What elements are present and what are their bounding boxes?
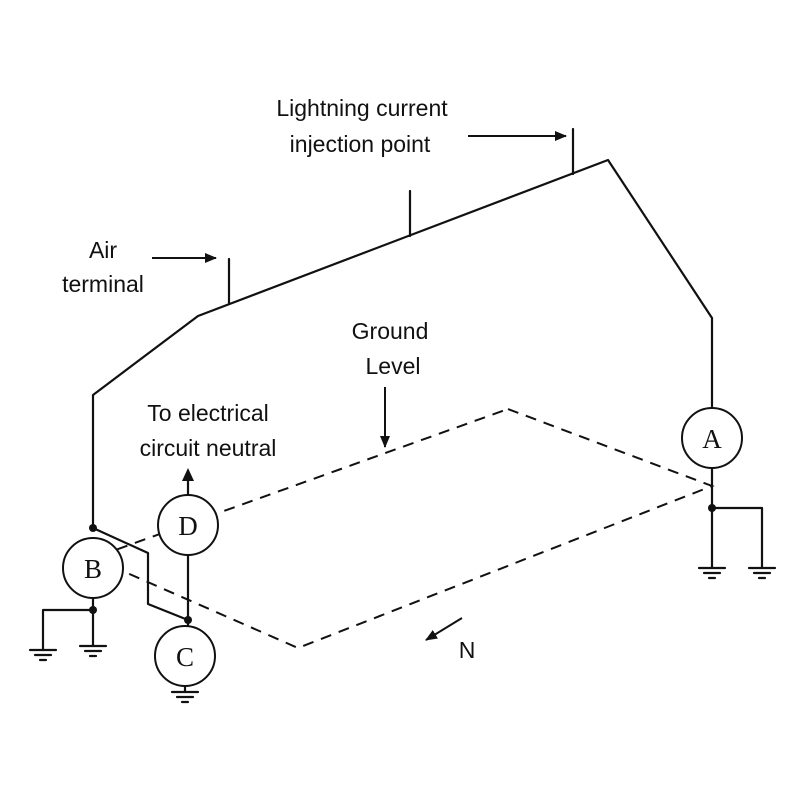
wire-b-to-c bbox=[91, 526, 190, 622]
meter-d-label: D bbox=[178, 511, 198, 541]
ground-symbol-a2 bbox=[747, 566, 777, 580]
meter-d: D bbox=[157, 494, 219, 556]
junction-dot-c-top bbox=[184, 616, 192, 624]
neutral-label-line1: To electrical bbox=[147, 400, 268, 426]
ground-symbol-c bbox=[170, 690, 200, 704]
ground-level-outline bbox=[90, 407, 715, 650]
wire-a-to-second-ground bbox=[710, 506, 764, 570]
north-label: N bbox=[459, 637, 476, 663]
meter-c-label: C bbox=[176, 642, 194, 672]
meter-a: A bbox=[681, 407, 743, 469]
north-arrow bbox=[425, 617, 463, 641]
ground-symbol-b2 bbox=[28, 648, 58, 662]
ground-symbol-b1 bbox=[78, 644, 108, 658]
air-label-line2: terminal bbox=[62, 271, 144, 297]
meter-b: B bbox=[62, 537, 124, 599]
meter-a-label: A bbox=[702, 424, 722, 454]
junction-dot-b-bottom bbox=[89, 606, 97, 614]
ground-label-line1: Ground bbox=[352, 318, 429, 344]
neutral-label-line2: circuit neutral bbox=[140, 435, 277, 461]
lightning-label-line1: Lightning current bbox=[276, 95, 448, 121]
meter-c: C bbox=[154, 625, 216, 687]
air-label-line1: Air bbox=[89, 237, 117, 263]
junction-dot-b-top bbox=[89, 524, 97, 532]
lightning-label-line2: injection point bbox=[290, 131, 431, 157]
junction-dot-a-bottom bbox=[708, 504, 716, 512]
ground-label-line2: Level bbox=[366, 353, 421, 379]
wire-b-to-second-ground bbox=[41, 608, 95, 652]
down-conductor-outline bbox=[91, 158, 714, 530]
meter-b-label: B bbox=[84, 554, 102, 584]
ground-symbol-a1 bbox=[697, 566, 727, 580]
neutral-arrow-head bbox=[182, 468, 194, 481]
